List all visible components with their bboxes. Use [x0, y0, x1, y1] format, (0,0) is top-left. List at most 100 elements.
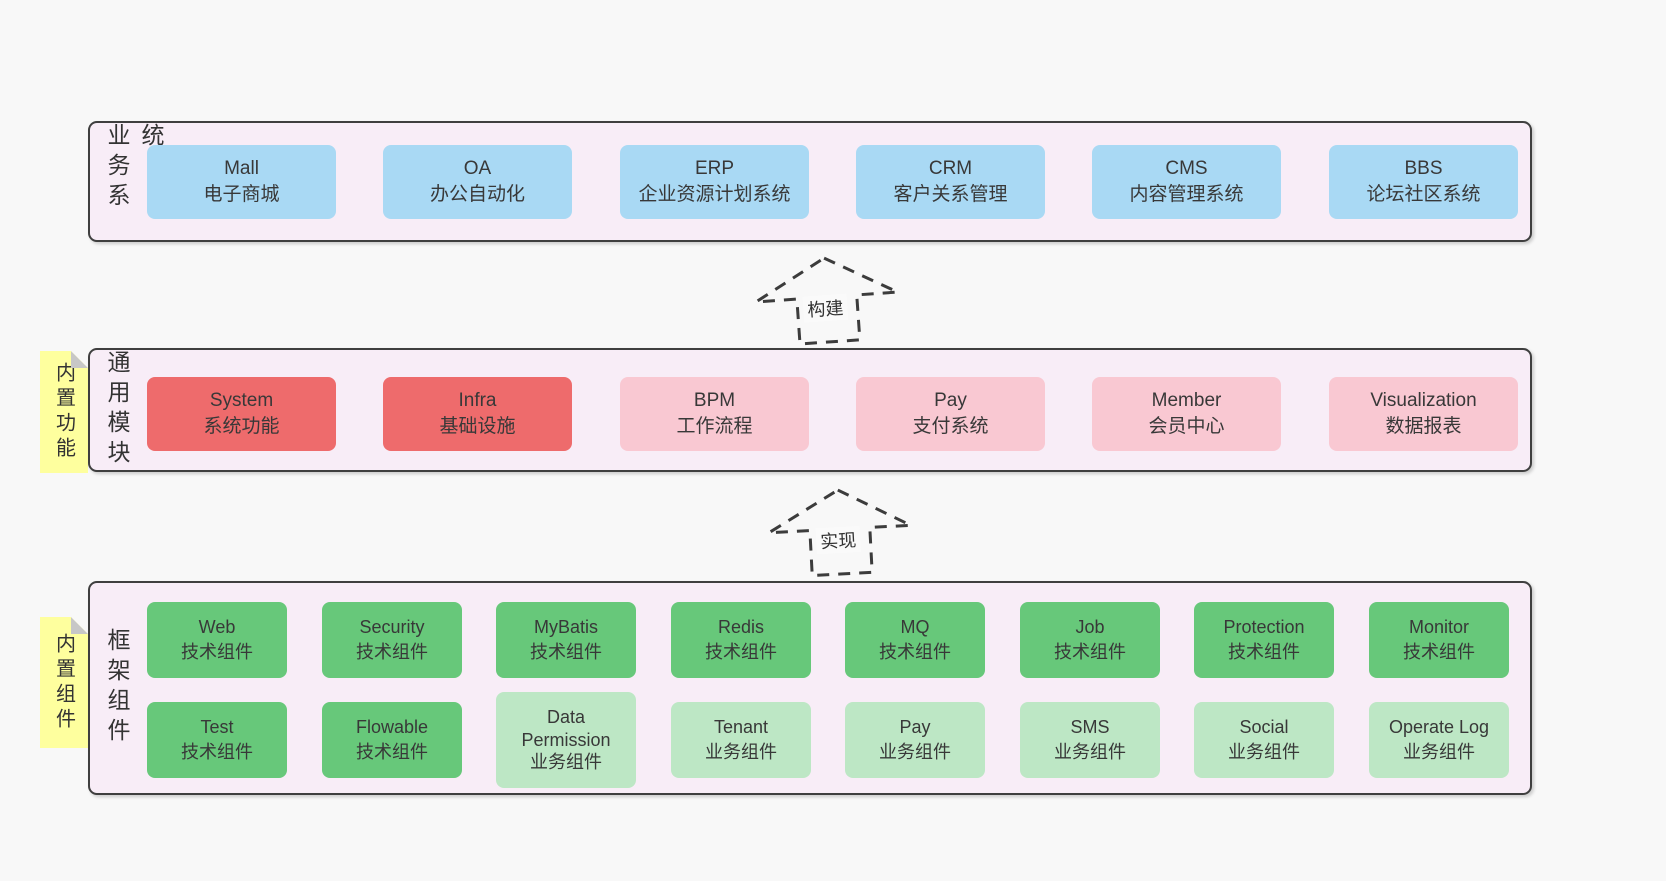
note-text: 内置组件	[52, 632, 75, 733]
box-subtitle: 论坛社区系统	[1366, 184, 1481, 205]
box-redis: Redis 技术组件	[671, 602, 811, 678]
box-title: SMS	[1070, 717, 1110, 738]
sticky-note-built-in-components: 内置组件	[40, 617, 88, 748]
box-subtitle: 技术组件	[879, 642, 951, 662]
box-title: OA	[463, 157, 492, 179]
box-mall: Mall 电子商城	[147, 145, 336, 219]
box-title: Visualization	[1370, 389, 1477, 411]
note-fold-corner	[71, 351, 88, 368]
box-title: Infra	[458, 389, 497, 411]
layer-label-framework: 框架组件	[104, 628, 130, 748]
box-test: Test 技术组件	[147, 702, 287, 778]
box-title: Operate Log	[1388, 717, 1490, 738]
box-subtitle: 企业资源计划系统	[638, 184, 791, 205]
box-subtitle: 技术组件	[356, 642, 428, 662]
box-subtitle: 技术组件	[356, 742, 428, 762]
box-subtitle: 内容管理系统	[1129, 184, 1244, 205]
box-subtitle: 系统功能	[203, 416, 280, 437]
box-subtitle: 业务组件	[530, 752, 602, 773]
box-subtitle: 工作流程	[676, 416, 753, 437]
box-mybatis: MyBatis 技术组件	[496, 602, 636, 678]
box-member: Member 会员中心	[1092, 377, 1281, 451]
common-modules-layer: 通用模块 System 系统功能 Infra 基础设施 BPM 工作流程 Pay 支付系统 Me…	[88, 348, 1532, 472]
box-title: ERP	[694, 157, 735, 179]
arrow-label-implement: 实现	[815, 525, 861, 555]
box-web: Web 技术组件	[147, 602, 287, 678]
box-title: Job	[1075, 617, 1105, 638]
box-subtitle: 业务组件	[879, 742, 951, 762]
box-title: BPM	[693, 389, 736, 411]
box-title: Mall	[224, 157, 259, 179]
box-title: Data Permission	[521, 707, 611, 750]
box-visualization: Visualization 数据报表	[1329, 377, 1518, 451]
box-subtitle: 技术组件	[1054, 642, 1126, 662]
box-subtitle: 会员中心	[1148, 416, 1225, 437]
box-title: BBS	[1404, 157, 1443, 179]
box-tenant: Tenant 业务组件	[671, 702, 811, 778]
box-title: System	[209, 389, 274, 411]
sticky-note-built-in-features: 内置功能	[40, 351, 88, 473]
implement-arrow: 实现	[763, 482, 918, 582]
box-subtitle: 技术组件	[181, 642, 253, 662]
box-monitor: Monitor 技术组件	[1369, 602, 1509, 678]
box-title: Security	[359, 617, 425, 638]
arrow-label-build: 构建	[802, 293, 849, 323]
box-subtitle: 技术组件	[1403, 642, 1475, 662]
box-security: Security 技术组件	[322, 602, 462, 678]
box-subtitle: 基础设施	[439, 416, 516, 437]
box-subtitle: 办公自动化	[429, 184, 525, 205]
box-title: Test	[200, 717, 234, 738]
box-subtitle: 技术组件	[530, 642, 602, 662]
box-subtitle: 业务组件	[1054, 742, 1126, 762]
box-subtitle: 客户关系管理	[893, 184, 1008, 205]
box-title: Social	[1239, 717, 1289, 738]
box-oa: OA 办公自动化	[383, 145, 572, 219]
box-subtitle: 数据报表	[1385, 416, 1462, 437]
up-arrow-icon	[768, 488, 912, 578]
box-title: Redis	[717, 617, 765, 638]
box-bpm: BPM 工作流程	[620, 377, 809, 451]
box-subtitle: 电子商城	[203, 184, 280, 205]
box-subtitle: 技术组件	[705, 642, 777, 662]
layer-label-modules: 通用模块	[104, 350, 130, 470]
box-bbs: BBS 论坛社区系统	[1329, 145, 1518, 219]
box-title: Pay	[934, 389, 967, 411]
box-subtitle: 支付系统	[912, 416, 989, 437]
box-subtitle: 业务组件	[705, 742, 777, 762]
up-arrow-icon	[755, 256, 899, 346]
build-arrow: 构建	[749, 249, 905, 351]
box-title: Monitor	[1408, 617, 1470, 638]
box-title: Flowable	[355, 717, 429, 738]
box-title: Protection	[1223, 617, 1305, 638]
box-system: System 系统功能	[147, 377, 336, 451]
box-pay: Pay 支付系统	[856, 377, 1045, 451]
box-protection: Protection 技术组件	[1194, 602, 1334, 678]
box-subtitle: 业务组件	[1228, 742, 1300, 762]
box-infra: Infra 基础设施	[383, 377, 572, 451]
box-job: Job 技术组件	[1020, 602, 1160, 678]
box-title: Pay	[899, 717, 931, 738]
box-title: Web	[198, 617, 236, 638]
box-title: CMS	[1165, 157, 1208, 179]
box-title: Member	[1151, 389, 1222, 411]
box-cms: CMS 内容管理系统	[1092, 145, 1281, 219]
box-sms: SMS 业务组件	[1020, 702, 1160, 778]
business-systems-layer: 业务系统 Mall 电子商城 OA 办公自动化 ERP 企业资源计划系统 CRM 客户关系管理…	[88, 121, 1532, 242]
note-text: 内置功能	[52, 362, 75, 462]
box-crm: CRM 客户关系管理	[856, 145, 1045, 219]
layer-label-business: 业务系统	[104, 123, 164, 213]
box-erp: ERP 企业资源计划系统	[620, 145, 809, 219]
box-title: CRM	[928, 157, 973, 179]
box-social: Social 业务组件	[1194, 702, 1334, 778]
box-pay: Pay 业务组件	[845, 702, 985, 778]
box-title: MyBatis	[533, 617, 598, 638]
box-subtitle: 技术组件	[1228, 642, 1300, 662]
box-title: Tenant	[713, 717, 769, 738]
box-subtitle: 技术组件	[181, 742, 253, 762]
note-fold-corner	[71, 617, 88, 634]
